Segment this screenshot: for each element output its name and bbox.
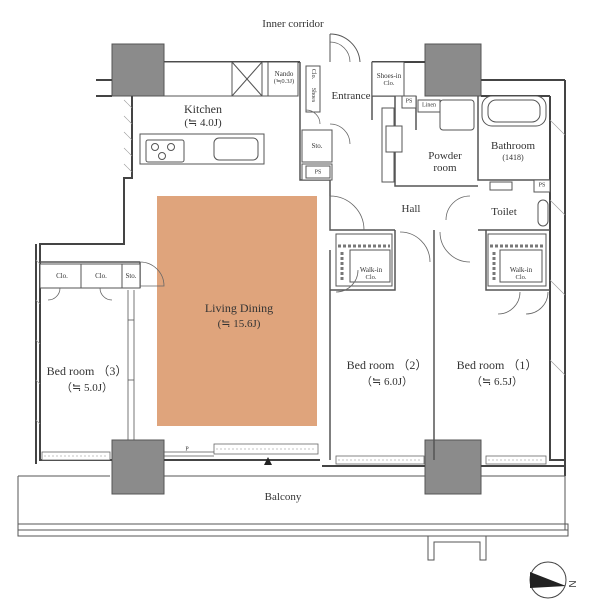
label-balcony: Balcony xyxy=(264,491,302,503)
bedroom1-size: （≒ 6.5J） xyxy=(470,376,524,388)
balcony xyxy=(17,475,569,561)
label-sto-entrance: Sto. xyxy=(311,142,323,150)
label-hall: Hall xyxy=(401,203,421,215)
label-walkin-2: Walk-in Clo. xyxy=(360,266,382,282)
label-bathroom: Bathroom (1418) xyxy=(491,140,535,164)
label-ps-entrance: PS xyxy=(405,98,413,105)
label-compass: N xyxy=(566,580,577,588)
label-corridor: Inner corridor xyxy=(262,18,324,30)
label-clo-1: Clo. xyxy=(56,272,68,280)
label-walkin-1: Walk-in Clo. xyxy=(510,266,532,282)
living-dining-name: Living Dining xyxy=(204,301,274,315)
powder-line2: room xyxy=(433,162,457,174)
bedroom1-name: Bed room （1） xyxy=(456,358,538,372)
walkin2-line1: Walk-in xyxy=(359,266,383,274)
compass-icon xyxy=(529,561,567,599)
bedroom3-name: Bed room （3） xyxy=(46,364,128,378)
label-clo-shoes: Clo. xyxy=(310,68,316,80)
label-p-mark: P xyxy=(185,446,189,453)
living-dining-floor xyxy=(157,196,317,426)
label-shoes: Shoes xyxy=(310,87,316,103)
walkin1-line2: Clo. xyxy=(515,274,527,281)
living-dining-size: (≒ 15.6J) xyxy=(217,318,261,330)
bedroom2-name: Bed room （2） xyxy=(346,358,428,372)
nando-name: Nando xyxy=(274,70,294,78)
label-entrance: Entrance xyxy=(331,90,371,102)
bathroom-name: Bathroom xyxy=(491,140,535,152)
label-toilet: Toilet xyxy=(491,206,517,218)
label-clo-2: Clo. xyxy=(95,272,107,280)
label-powder-room: Powder room xyxy=(428,150,462,174)
bedroom3-size: （≒ 5.0J） xyxy=(60,382,114,394)
nando-size: (≒0.3J) xyxy=(273,78,295,85)
closet-shelving xyxy=(338,244,544,282)
window-ticks xyxy=(44,448,544,461)
label-bedroom1: Bed room （1） （≒ 6.5J） xyxy=(457,357,538,391)
label-kitchen: Kitchen (≒ 4.0J) xyxy=(184,102,222,130)
powder-line1: Powder xyxy=(428,150,462,162)
shoes-in-line1: Shoes-in xyxy=(376,72,402,80)
label-nando: Nando (≒0.3J) xyxy=(274,70,294,86)
structural-columns xyxy=(111,43,482,495)
shoes-in-line2: Clo. xyxy=(383,80,395,87)
label-shoes-in-clo: Shoes-in Clo. xyxy=(377,72,402,88)
bedroom2-size: （≒ 6.0J） xyxy=(360,376,414,388)
interior-walls xyxy=(40,62,550,460)
walkin1-line1: Walk-in xyxy=(509,266,533,274)
bathroom-size: (1418) xyxy=(502,153,524,162)
label-bedroom3: Bed room （3） （≒ 5.0J） xyxy=(47,363,128,397)
closets xyxy=(39,233,547,289)
walkin2-line2: Clo. xyxy=(365,274,377,281)
ps-boxes xyxy=(305,95,551,193)
kitchen-size: (≒ 4.0J) xyxy=(184,117,222,129)
sliding-partitions xyxy=(127,290,135,440)
wall-hatching xyxy=(35,99,566,425)
living-sliding-door xyxy=(164,451,214,457)
balcony-entry-marker xyxy=(264,457,272,465)
kitchen-name: Kitchen xyxy=(184,102,222,116)
label-living-dining: Living Dining (≒ 15.6J) xyxy=(205,300,273,332)
label-linen: Linen xyxy=(422,102,436,109)
label-ps-hall: PS xyxy=(314,169,322,176)
entrance-door xyxy=(329,33,361,63)
label-bedroom2: Bed room （2） （≒ 6.0J） xyxy=(347,357,428,391)
label-sto-bedroom3: Sto. xyxy=(125,272,137,280)
label-ps-toilet: PS xyxy=(538,182,546,189)
kitchen-counters xyxy=(139,61,269,165)
